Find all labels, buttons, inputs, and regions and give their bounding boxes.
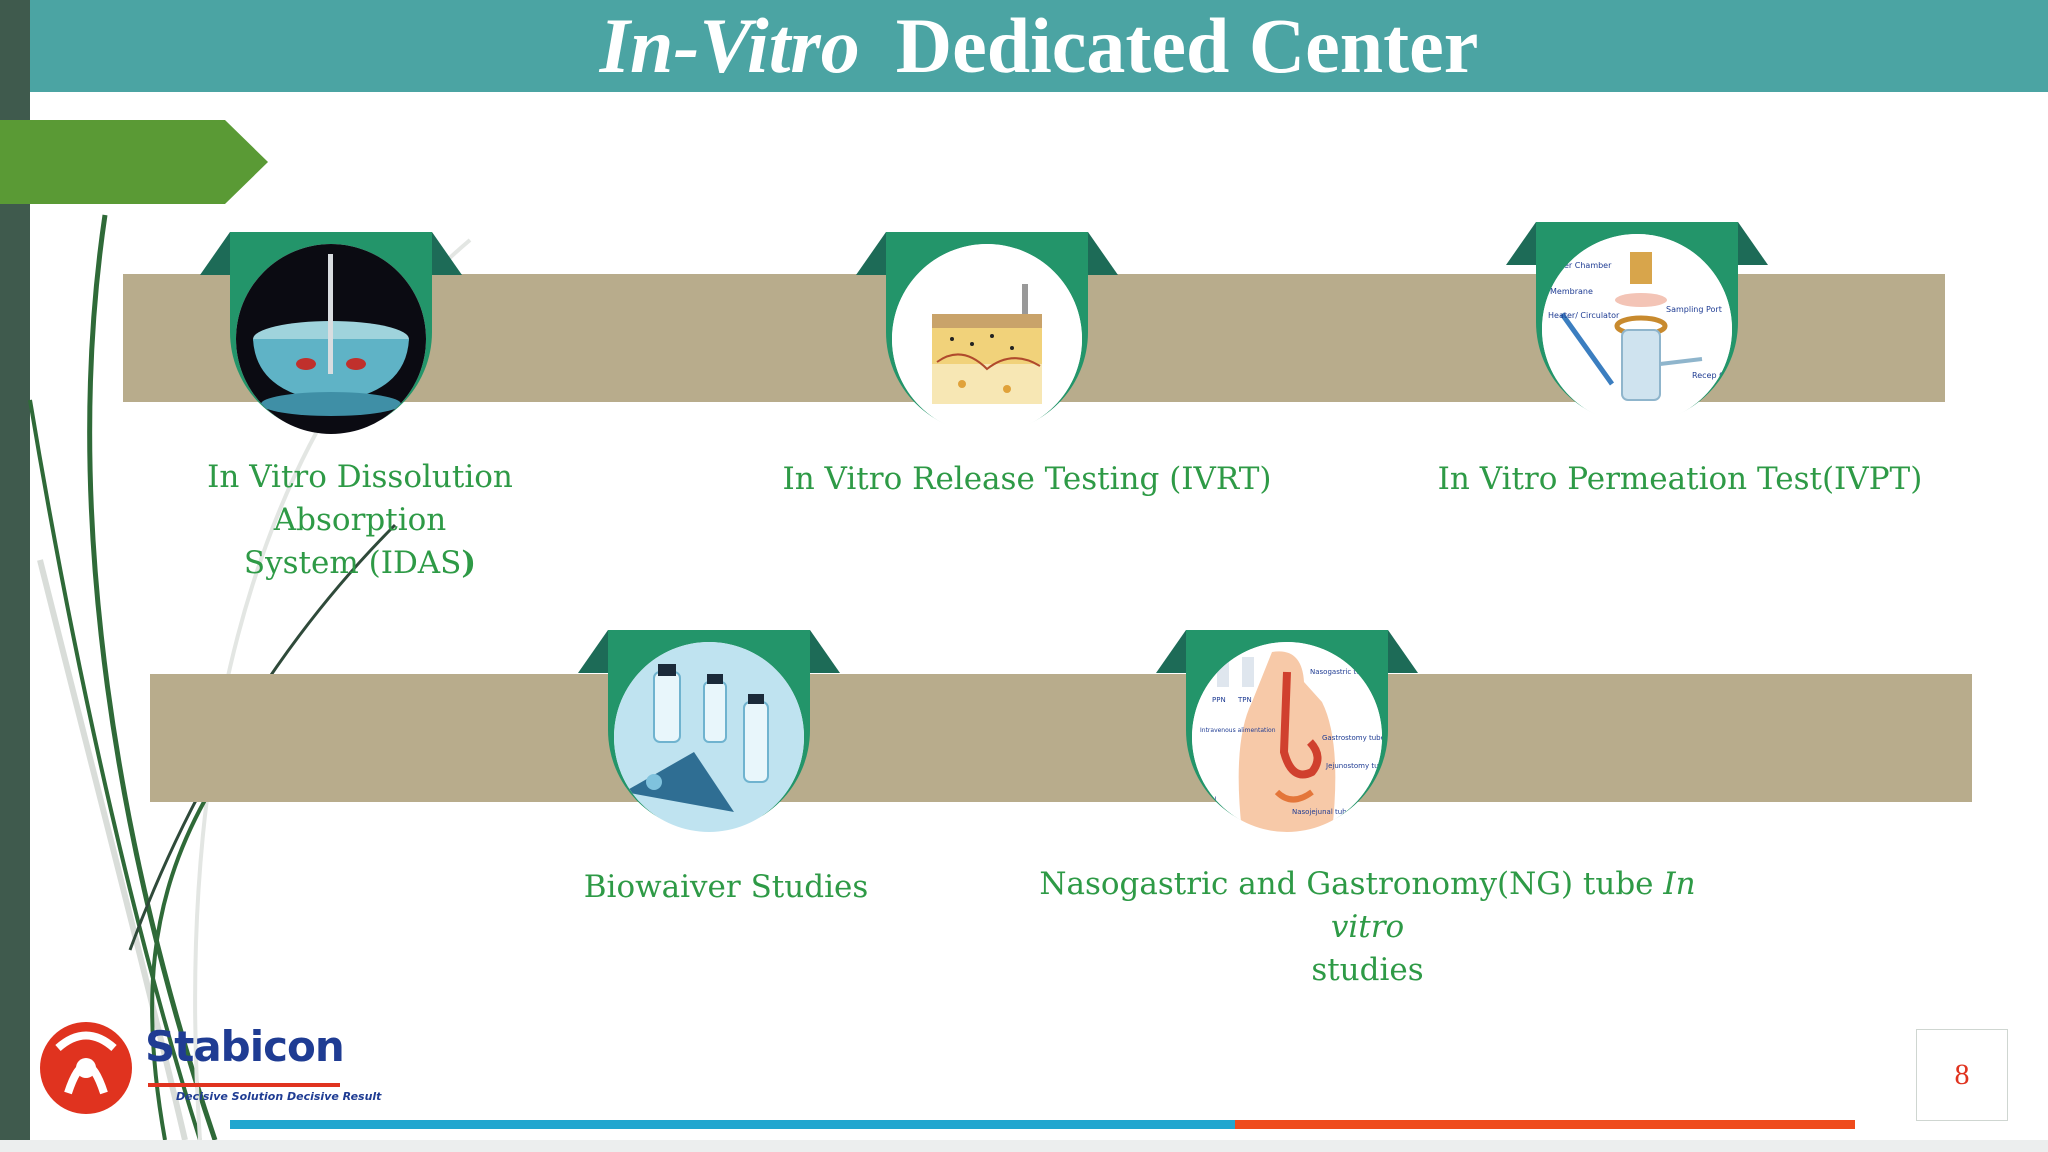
card-idas-badge — [200, 232, 462, 452]
biowaiver-title: Biowaiver Studies — [583, 869, 869, 905]
card-idas-caption: In Vitro Dissolution Absorption System (… — [120, 456, 600, 585]
card-ivrt-caption: In Vitro Release Testing (IVRT) — [777, 458, 1277, 501]
ivpt-label-sampling: Sampling Port — [1666, 305, 1722, 314]
logo-underline — [148, 1083, 340, 1087]
stabicon-logo-mark — [40, 1022, 132, 1114]
lab-vials-photo — [614, 642, 804, 832]
ng-label-gastrostomy: Gastrostomy tube — [1322, 734, 1382, 742]
idas-title-line2: System (IDAS) — [120, 542, 600, 585]
title-italic: In-Vitro — [599, 2, 860, 89]
footer-line-orange — [1235, 1120, 1855, 1129]
footer-line-blue — [230, 1120, 1235, 1129]
ng-label-ppn: PPN — [1212, 696, 1226, 704]
ng-label-nasogastric: Nasogastric tube — [1310, 668, 1369, 676]
franz-cell-diagram: er Chamber Membrane Heater/ Circulator S… — [1542, 234, 1732, 424]
ivrt-title: In Vitro Release Testing (IVRT) — [782, 461, 1272, 497]
dissolution-vessel-image — [236, 244, 426, 434]
card-biowaiver-caption: Biowaiver Studies — [526, 866, 926, 909]
card-ng-tube-badge: Nasogastric tube PPN TPN Intravenous ali… — [1156, 630, 1418, 850]
page-number: 8 — [1916, 1029, 2008, 1121]
ivpt-title: In Vitro Permeation Test(IVPT) — [1437, 461, 1923, 497]
ivpt-label-receptor: Recep Cha — [1692, 371, 1732, 380]
skin-layers-diagram — [892, 244, 1082, 434]
bottom-strip — [0, 1140, 2048, 1152]
logo-tagline: Decisive Solution Decisive Result — [176, 1090, 382, 1103]
ng-title-line2: studies — [1311, 952, 1424, 988]
ng-label-tpn: TPN — [1237, 696, 1252, 704]
ivpt-label-heater: Heater/ Circulator — [1548, 311, 1620, 320]
title-bar: In-Vitro Dedicated Center — [30, 0, 2048, 92]
idas-title-line2-text: System (IDAS — [243, 545, 462, 581]
title-text: Dedicated Center — [895, 2, 1479, 89]
card-ivpt-caption: In Vitro Permeation Test(IVPT) — [1430, 458, 1930, 501]
row2-band — [150, 674, 1972, 802]
ivpt-label-chamber: er Chamber — [1564, 261, 1612, 270]
card-biowaiver-badge — [578, 630, 840, 850]
ivpt-label-membrane: Membrane — [1550, 287, 1593, 296]
ng-label-jejunostomy: Jejunostomy tube — [1325, 762, 1382, 770]
idas-title-line1: In Vitro Dissolution Absorption — [207, 459, 513, 538]
card-ivrt-badge — [856, 232, 1118, 452]
ng-title-line1: Nasogastric and Gastronomy(NG) tube In v… — [1000, 863, 1735, 949]
green-arrow-decoration — [0, 120, 268, 204]
ng-label-nasojejunal: Nasojejunal tube — [1292, 808, 1351, 816]
ng-title-plain: Nasogastric and Gastronomy(NG) tube — [1039, 866, 1654, 902]
logo-brand: Stabicon — [145, 1022, 345, 1071]
ng-label-intravenous: Intravenous alimentation — [1200, 727, 1276, 734]
idas-title-paren: ) — [461, 545, 477, 581]
nasogastric-tube-diagram: Nasogastric tube PPN TPN Intravenous ali… — [1192, 642, 1382, 832]
ng-title-italic: In vitro — [1330, 866, 1696, 945]
card-ivpt-badge: er Chamber Membrane Heater/ Circulator S… — [1506, 222, 1768, 442]
card-ng-tube-caption: Nasogastric and Gastronomy(NG) tube In v… — [1000, 863, 1735, 992]
